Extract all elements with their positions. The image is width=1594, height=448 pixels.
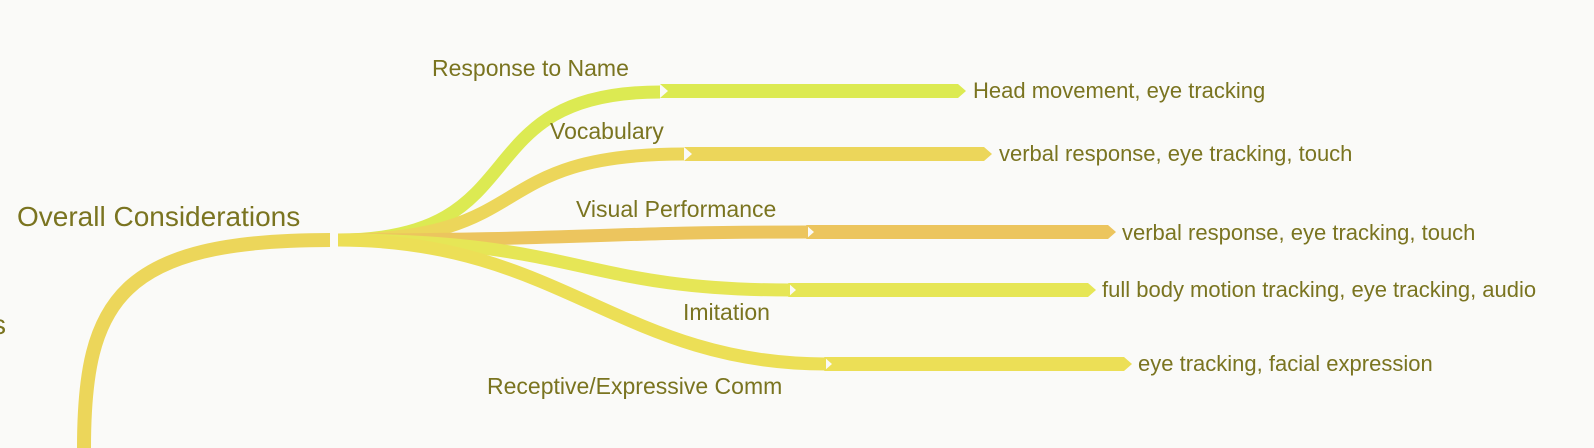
leaf-label-response-to-name[interactable]: Head movement, eye tracking [973, 78, 1265, 103]
leaf-label-receptive-expressive-comm[interactable]: eye tracking, facial expression [1138, 351, 1433, 376]
branch-label-visual-performance[interactable]: Visual Performance [576, 196, 776, 222]
leaf-label-visual-performance[interactable]: verbal response, eye tracking, touch [1122, 220, 1475, 245]
branch-label-vocabulary[interactable]: Vocabulary [550, 118, 664, 144]
parent-node-label-partial[interactable]: s [0, 309, 6, 340]
root-node-label[interactable]: Overall Considerations [17, 201, 300, 232]
leaf-label-vocabulary[interactable]: verbal response, eye tracking, touch [999, 141, 1352, 166]
branch-label-response-to-name[interactable]: Response to Name [432, 55, 629, 81]
branch-label-imitation[interactable]: Imitation [683, 299, 770, 325]
edge-parent-to-root [77, 233, 331, 448]
band-visual-performance [806, 225, 1116, 239]
band-imitation [788, 283, 1096, 297]
branch-label-receptive-expressive-comm[interactable]: Receptive/Expressive Comm [487, 373, 782, 399]
band-response-to-name [660, 84, 966, 98]
band-receptive-expressive-comm [824, 357, 1132, 371]
band-vocabulary [684, 147, 992, 161]
leaf-label-imitation[interactable]: full body motion tracking, eye tracking,… [1102, 277, 1536, 302]
edge-root-to-receptive-expressive-comm [337, 233, 827, 371]
